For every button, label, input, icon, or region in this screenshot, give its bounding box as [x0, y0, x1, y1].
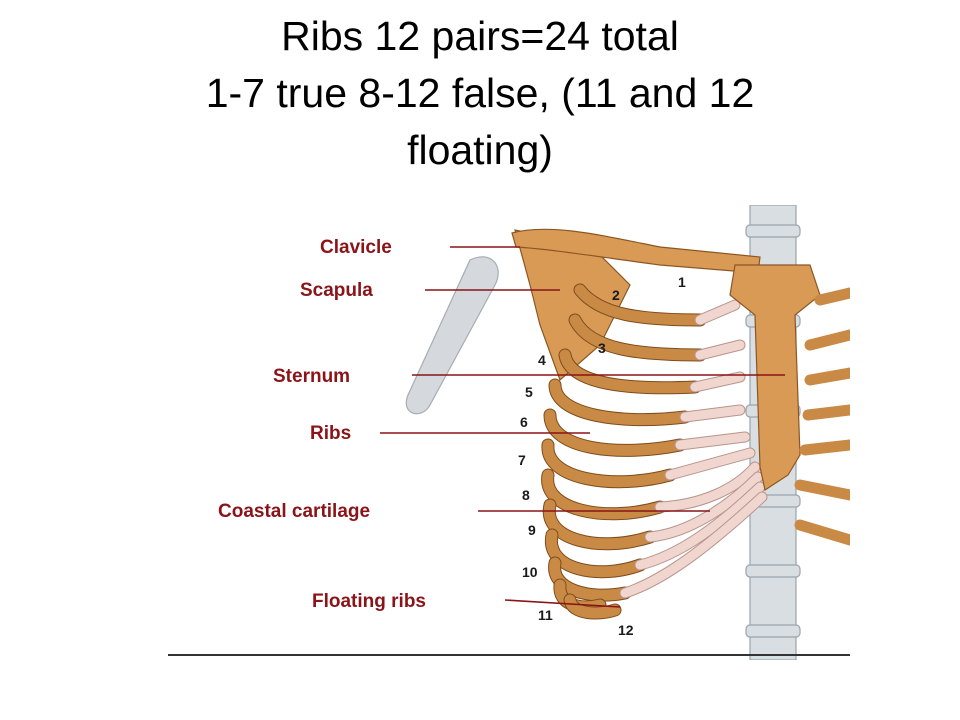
right-side-ribs — [794, 287, 850, 546]
label-floating-ribs: Floating ribs — [312, 591, 426, 612]
rib-number-4: 4 — [538, 352, 546, 368]
rib-numbers: 1 2 3 4 5 6 7 8 9 10 11 12 — [518, 274, 686, 638]
label-clavicle: Clavicle — [320, 237, 392, 258]
label-scapula: Scapula — [300, 280, 373, 301]
rib-number-8: 8 — [522, 487, 530, 503]
rib-number-6: 6 — [520, 414, 528, 430]
rib-number-5: 5 — [525, 384, 533, 400]
structure-labels: Clavicle Scapula Sternum Ribs Coastal ca… — [218, 237, 426, 612]
rib-number-11: 11 — [538, 607, 553, 623]
rib-cage-illustration: Clavicle Scapula Sternum Ribs Coastal ca… — [168, 205, 850, 660]
rib-number-7: 7 — [518, 452, 526, 468]
title-line-1: Ribs 12 pairs=24 total — [281, 13, 679, 59]
label-sternum: Sternum — [273, 366, 350, 387]
costal-cartilages — [619, 299, 768, 599]
leader-lines — [380, 246, 785, 608]
rib-cage-diagram: Clavicle Scapula Sternum Ribs Coastal ca… — [160, 205, 850, 660]
slide-title: Ribs 12 pairs=24 total 1-7 true 8-12 fal… — [0, 8, 960, 179]
rib-number-1: 1 — [678, 274, 686, 290]
rib-number-2: 2 — [612, 287, 620, 303]
title-line-2: 1-7 true 8-12 false, (11 and 12 — [205, 70, 755, 116]
rib-number-12: 12 — [618, 622, 634, 638]
sternum-bone — [729, 264, 821, 491]
title-line-3: floating) — [407, 127, 553, 173]
humerus-bone — [405, 256, 499, 415]
rib-number-9: 9 — [528, 522, 536, 538]
label-ribs: Ribs — [310, 423, 351, 444]
rib-number-10: 10 — [522, 564, 538, 580]
label-costal-cartilage: Coastal cartilage — [218, 501, 370, 522]
rib-number-3: 3 — [598, 340, 606, 356]
